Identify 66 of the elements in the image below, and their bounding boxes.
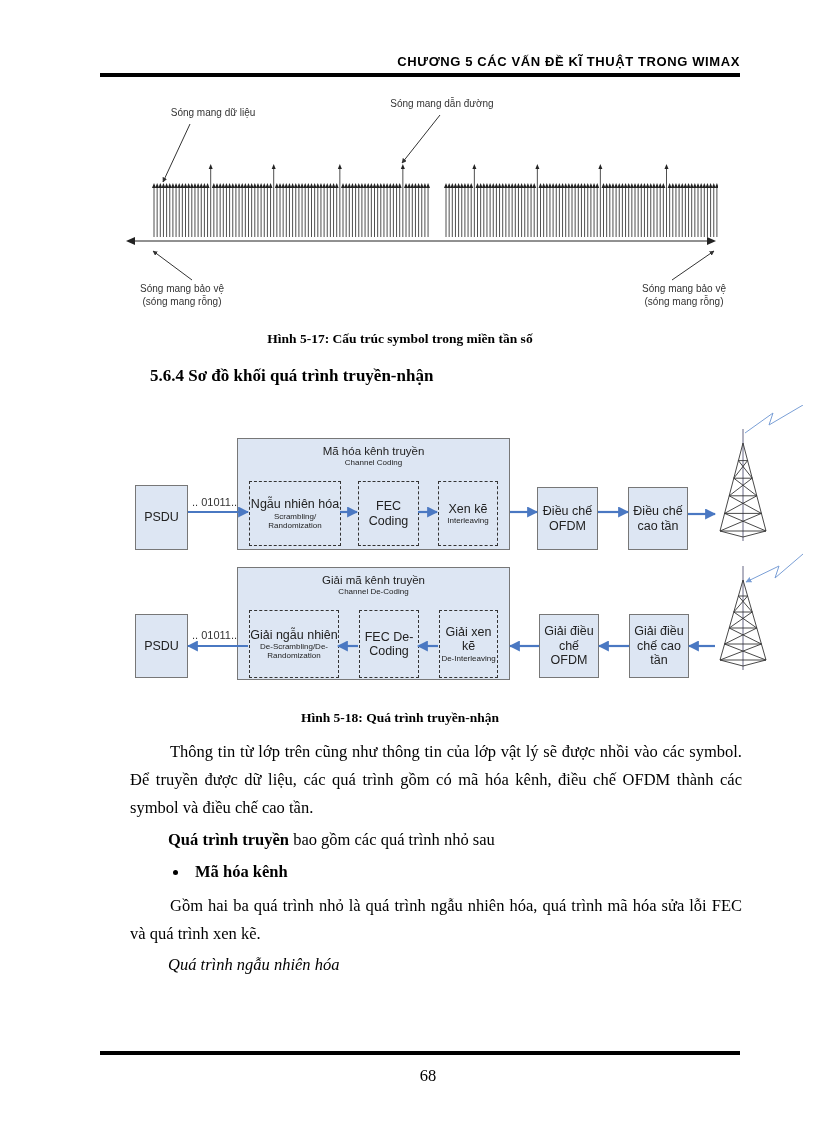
process-box xyxy=(135,614,188,678)
edge-label: .. 01011.. xyxy=(192,629,238,641)
process-box xyxy=(539,614,599,678)
block-subtitle: Interleaving xyxy=(447,516,489,526)
block-title: PSDU xyxy=(144,510,179,525)
figure-caption: Hình 5-18: Quá trình truyền-nhận xyxy=(299,709,500,727)
bullet-heading: Mã hóa kênh xyxy=(195,862,288,882)
paragraph: Thông tin từ lớp trên cũng như thông tin của lớp vật lý sẽ được nhồi vào các symbol. Để truyền được dữ liệu, các quá trình gồm có mã hóa kênh, điều chế OFDM thành các symbol và điều chế cao tần. xyxy=(130,741,742,819)
dashed-process-box xyxy=(249,610,339,678)
arrow xyxy=(597,640,629,652)
page-number: 68 xyxy=(418,1066,438,1086)
subheading: Quá trình ngẫu nhiên hóa xyxy=(168,955,340,975)
block-subtitle: De-Scrambling/De-Randomization xyxy=(259,642,329,661)
process-box xyxy=(628,487,688,550)
leader-line xyxy=(162,123,191,183)
callout-label: Sóng mang dữ liệu xyxy=(158,106,268,122)
block-subtitle: Channel Coding xyxy=(344,458,403,468)
arrow xyxy=(416,640,438,652)
block-title: Điều chế cao tần xyxy=(632,504,684,533)
callout-label: Sóng mang dẫn đường xyxy=(386,97,498,113)
block-title: Mã hóa kênh truyền xyxy=(322,445,425,459)
process-box xyxy=(537,487,598,550)
dashed-process-box xyxy=(359,610,419,678)
block-subtitle: Channel De-Coding xyxy=(338,587,409,597)
arrow xyxy=(336,640,358,652)
paragraph: Quá trình truyền bao gồm các quá trình nhỏ sau xyxy=(168,830,495,850)
block-title: Giải ngẫu nhiên xyxy=(250,627,338,642)
arrow xyxy=(508,640,539,652)
edge-label: .. 01011.. xyxy=(192,496,238,508)
dashed-process-box xyxy=(249,481,341,546)
leader-line xyxy=(152,250,193,281)
section-heading: 5.6.4 Sơ đồ khối quá trình truyền-nhận xyxy=(150,366,434,386)
arrow xyxy=(418,506,439,518)
callout-label: Sóng mang bảo vệ (sóng mang rỗng) xyxy=(636,282,732,310)
block-title: FEC Coding xyxy=(367,499,410,528)
dashed-process-box xyxy=(438,481,498,546)
block-title: Ngẫu nhiên hóa xyxy=(250,497,340,512)
block-title: Điều chế OFDM xyxy=(541,504,594,533)
callout-label: Sóng mang bảo vệ (sóng mang rỗng) xyxy=(134,282,230,310)
process-box xyxy=(629,614,689,678)
block-title: Giải mã kênh truyền xyxy=(322,574,425,588)
arrow xyxy=(340,506,359,518)
group-box xyxy=(237,438,510,550)
block-title: Giải điều chế OFDM xyxy=(543,624,595,668)
block-subtitle: Scrambling/ Randomization xyxy=(267,511,323,530)
arrow xyxy=(687,640,715,652)
paragraph: Gồm hai ba quá trình nhỏ là quá trình ngẫu nhiên hóa, quá trình mã hóa sửa lỗi FEC và quá trình xen kẽ. xyxy=(130,895,742,945)
figure-caption: Hình 5-17: Cấu trúc symbol trong miền tần số xyxy=(266,330,534,348)
dashed-process-box xyxy=(439,610,498,678)
block-title: Giải xen kẽ xyxy=(444,625,493,654)
process-box xyxy=(135,485,188,550)
block-title: PSDU xyxy=(144,638,179,654)
block-title: Xen kẽ xyxy=(448,501,488,517)
group-box xyxy=(237,567,510,680)
arrow xyxy=(510,506,539,518)
arrow xyxy=(188,506,250,518)
arrow xyxy=(598,506,630,518)
running-header: CHƯƠNG 5 CÁC VẤN ĐỀ KĨ THUẬT TRONG WIMAX xyxy=(397,53,740,71)
arrow xyxy=(688,508,717,520)
leader-line xyxy=(671,250,715,281)
block-subtitle: De-Interleaving xyxy=(441,653,496,663)
leader-line xyxy=(401,114,441,164)
arrow xyxy=(186,640,248,652)
block-title: FEC De-Coding xyxy=(363,629,415,659)
block-title: Giải điều chế cao tần xyxy=(633,624,685,668)
dashed-process-box xyxy=(358,481,419,546)
